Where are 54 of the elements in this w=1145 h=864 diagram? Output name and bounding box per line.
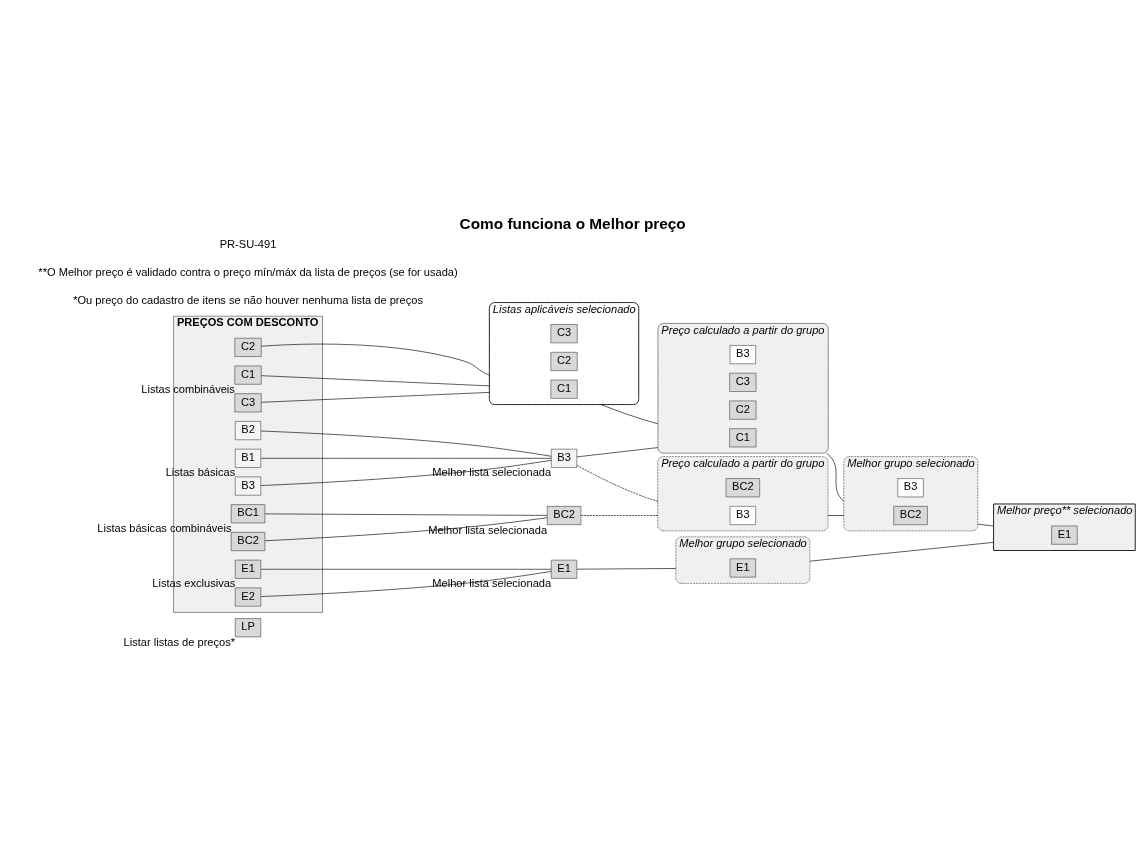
label: PR-SU-491 <box>219 237 277 250</box>
connector <box>261 391 490 403</box>
node-box: E1 <box>1051 525 1078 545</box>
connector <box>260 457 552 459</box>
node-box: E1 <box>729 558 756 577</box>
node-label: Listas básicas <box>165 465 236 478</box>
node-box: BC2 <box>230 531 266 551</box>
connector <box>827 514 845 516</box>
node-box: C2 <box>729 400 757 419</box>
node-label: Listar listas de preços* <box>123 635 236 648</box>
connector <box>977 523 994 526</box>
node-box: C1 <box>729 427 757 447</box>
node-box: B1 <box>235 448 262 468</box>
label: **O Melhor preço é validado contra o preço mín/máx da lista de preços (se for usada) <box>38 265 458 278</box>
connector <box>264 513 548 516</box>
connector <box>260 459 552 486</box>
connector <box>264 516 548 541</box>
node-box: BC1 <box>230 503 266 523</box>
connector <box>260 430 552 457</box>
node-label: Melhor lista selecionada <box>432 576 552 589</box>
node-box: BC2 <box>546 505 582 525</box>
node-box: C2 <box>234 337 262 357</box>
connector <box>580 514 659 516</box>
connector <box>261 374 490 386</box>
node-box: E2 <box>235 587 262 606</box>
node-label: Melhor lista selecionada <box>432 465 552 478</box>
node-box: E1 <box>235 559 262 579</box>
node-box: C1 <box>550 379 578 399</box>
node-box: C3 <box>729 372 757 392</box>
label: *Ou preço do cadastro de itens se não houver nenhuma lista de preços <box>73 293 423 306</box>
node-box: B3 <box>897 477 924 497</box>
connector <box>261 343 490 375</box>
node-box: B3 <box>551 448 578 468</box>
node-label: Listas combináveis <box>141 382 235 395</box>
node-box: E1 <box>551 559 578 579</box>
node-box: LP <box>235 617 262 637</box>
connector <box>260 568 552 570</box>
node-box: C2 <box>550 351 578 371</box>
node-box: C3 <box>550 323 578 343</box>
connector <box>809 541 994 561</box>
node-box: B2 <box>235 420 262 440</box>
node-label: Listas exclusivas <box>152 576 236 589</box>
node-box: BC2 <box>725 477 760 497</box>
node-label: Listas básicas combináveis <box>97 521 232 534</box>
connector <box>260 570 552 597</box>
node-box: B3 <box>729 344 756 364</box>
node-box: B3 <box>235 476 262 495</box>
node-label: Melhor lista selecionada <box>428 523 548 536</box>
connector <box>600 403 659 424</box>
node-box: C3 <box>234 392 262 412</box>
diagram-title: Como funciona o Melhor preço <box>459 214 686 232</box>
node-box: C1 <box>234 365 262 384</box>
node-box: BC2 <box>893 505 928 525</box>
node-box: B3 <box>729 505 756 525</box>
